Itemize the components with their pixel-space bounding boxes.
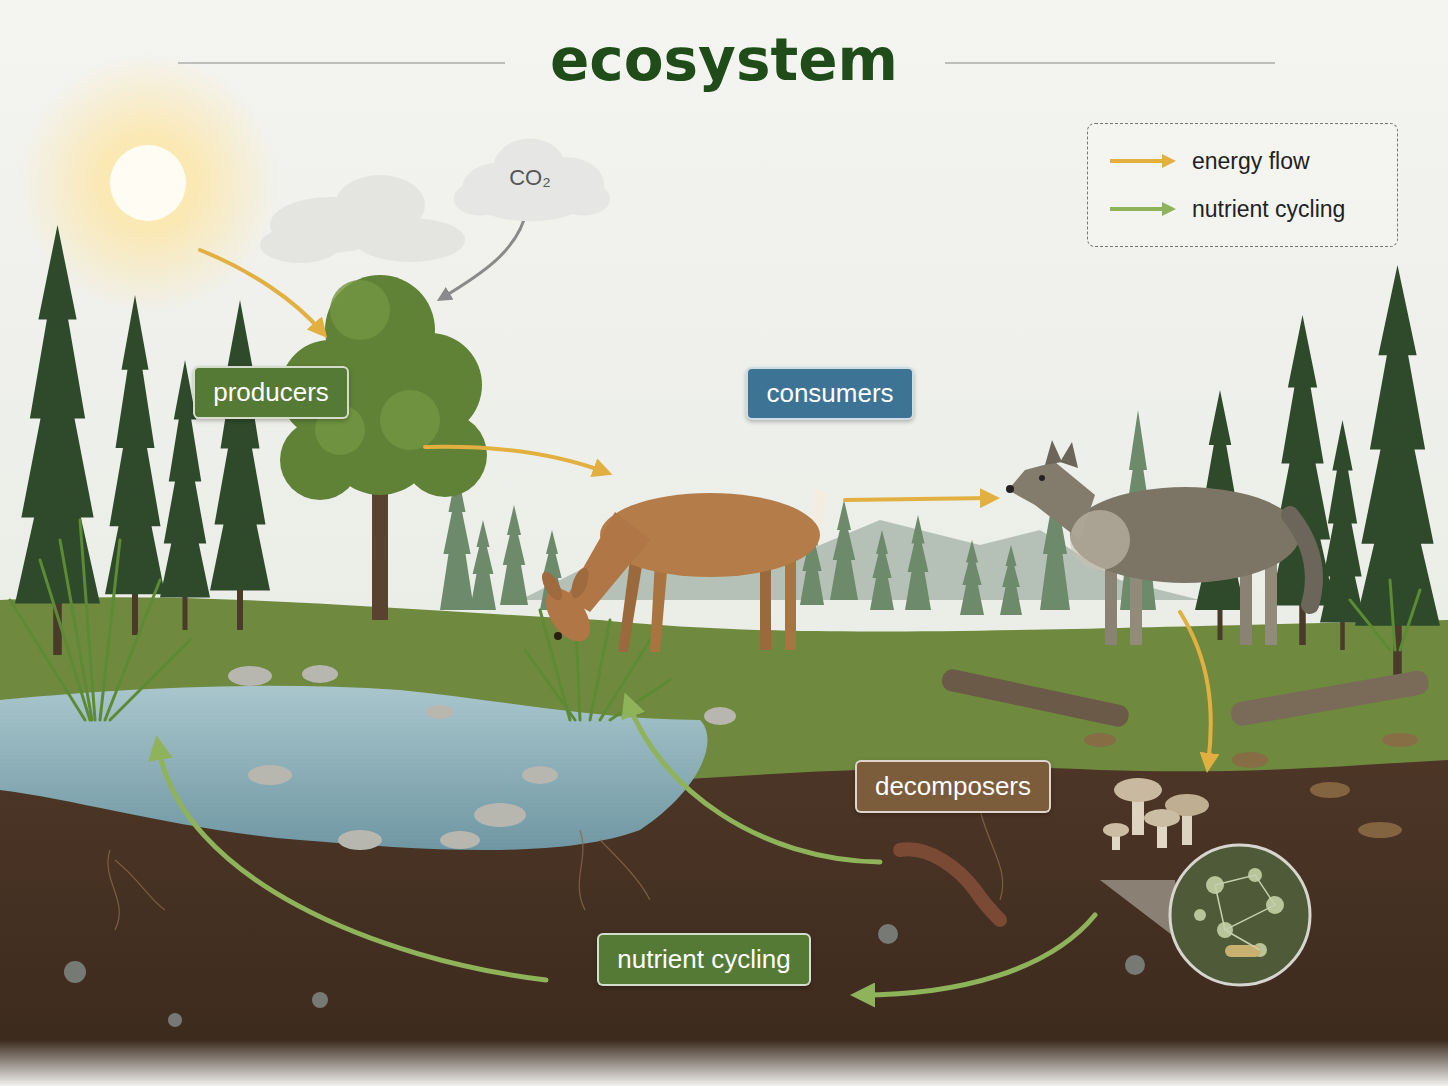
legend-row: nutrient cycling xyxy=(1108,194,1345,224)
legend-text: nutrient cycling xyxy=(1192,196,1345,223)
co2-cloud: CO₂ xyxy=(447,131,613,225)
nutrient-label: nutrient cycling xyxy=(597,933,810,986)
label-text: producers xyxy=(213,377,329,408)
producers-label: producers xyxy=(193,366,349,419)
label-text: decomposers xyxy=(875,771,1031,802)
legend-arrow xyxy=(1108,199,1178,219)
legend-box: energy flow nutrient cycling xyxy=(1087,123,1398,247)
legend-arrow xyxy=(1108,151,1178,171)
label-text: nutrient cycling xyxy=(617,944,790,975)
consumers-label: consumers xyxy=(746,367,913,420)
legend-row: energy flow xyxy=(1108,146,1310,176)
diagram-title: ecosystem xyxy=(550,26,898,94)
legend-text: energy flow xyxy=(1192,148,1310,175)
label-text: CO₂ xyxy=(509,165,551,191)
decomposers-label: decomposers xyxy=(855,760,1051,813)
label-text: consumers xyxy=(766,378,893,409)
